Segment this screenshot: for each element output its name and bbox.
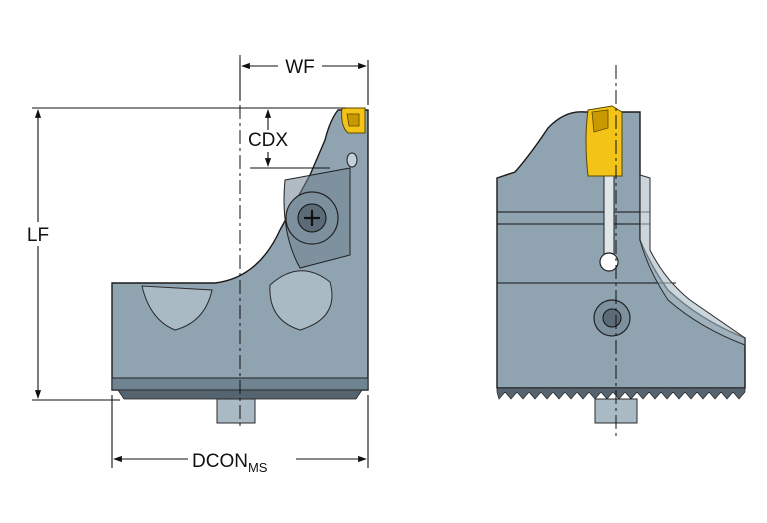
side-view-flank bbox=[639, 174, 746, 346]
wf-label: WF bbox=[285, 57, 315, 78]
cdx-label: CDX bbox=[248, 130, 288, 151]
side-view-coolant-channel bbox=[603, 175, 615, 257]
front-view-spigot bbox=[216, 398, 256, 424]
lf-label: LF bbox=[27, 225, 49, 246]
front-view-pocket-right bbox=[269, 270, 333, 331]
front-view-pocket-left bbox=[141, 285, 213, 331]
side-view-coolant-hole bbox=[599, 252, 619, 272]
front-view-serration bbox=[117, 389, 363, 400]
dcon-subscript: MS bbox=[248, 460, 268, 475]
side-view-serration bbox=[496, 387, 746, 400]
front-view-small-hole bbox=[346, 152, 358, 168]
front-view: WF LF CDX DCONMS bbox=[22, 54, 369, 475]
dcon-label: DCONMS bbox=[192, 451, 268, 475]
side-view bbox=[496, 65, 746, 440]
